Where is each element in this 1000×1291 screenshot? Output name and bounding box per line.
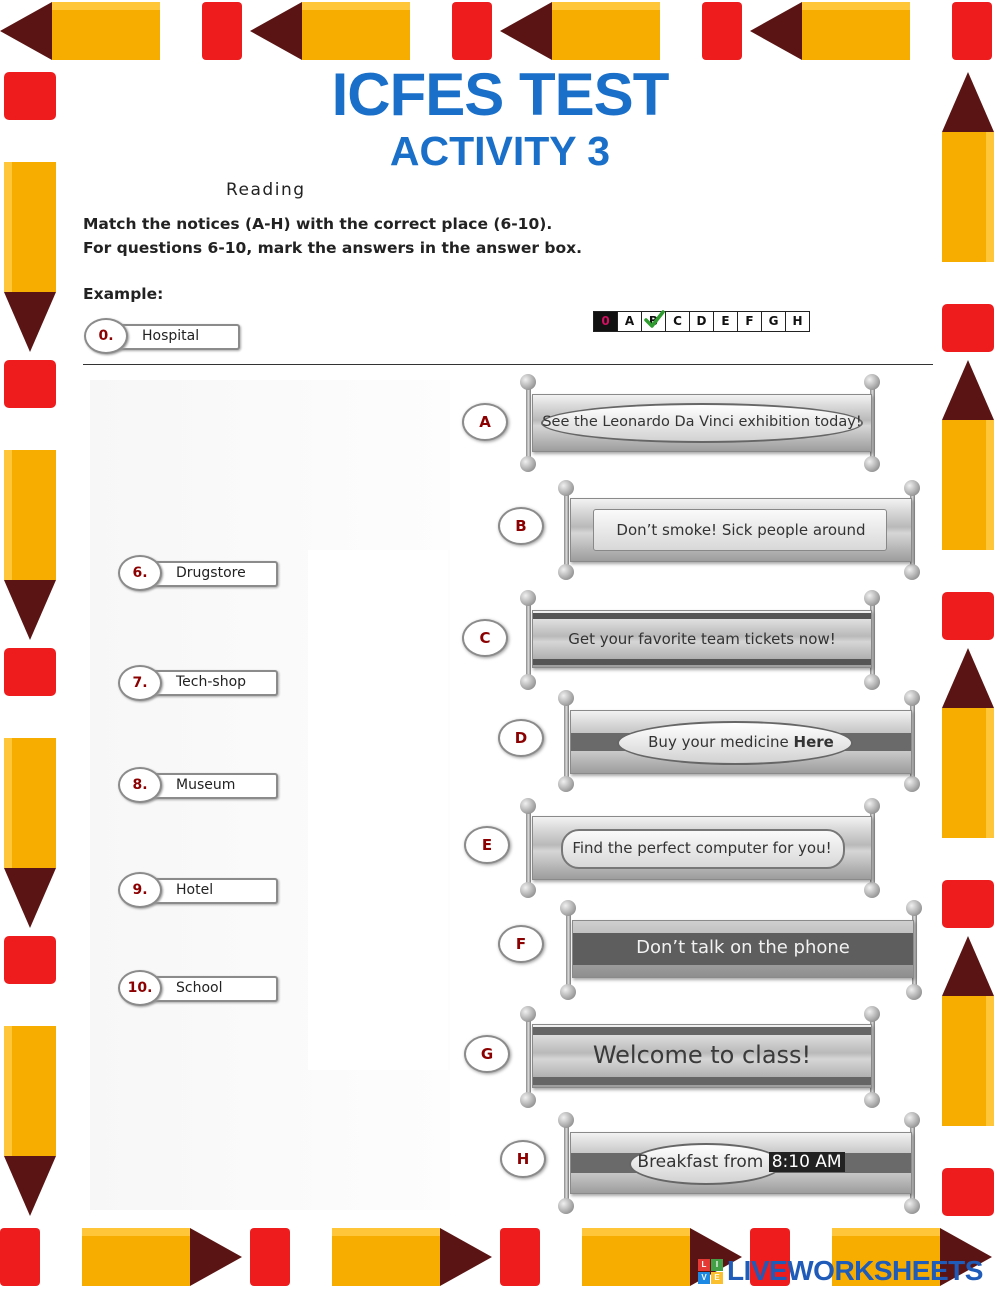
notice-text-g: Welcome to class! (592, 1041, 812, 1069)
notice-sign-e[interactable]: Find the perfect computer for you! (520, 798, 884, 898)
page-subtitle: ACTIVITY 3 (389, 128, 611, 174)
place-number-10: 10. (118, 970, 162, 1006)
answer-cell-h: H (786, 312, 809, 331)
place-name-7: Tech-shop (176, 674, 247, 690)
logo-squares-icon: L I V E (698, 1258, 723, 1284)
answer-box: 0 A B C D E F G H (593, 310, 810, 332)
answer-cell-e: E (714, 312, 738, 331)
check-mark-icon (644, 310, 665, 328)
logo-text: LIVEWORKSHEETS (727, 1255, 983, 1286)
notice-letter-a: A (462, 403, 508, 441)
answer-cell-b-label: B (648, 314, 659, 328)
notice-sign-b[interactable]: Don’t smoke! Sick people around (558, 480, 924, 580)
place-name-6: Drugstore (176, 565, 246, 581)
notice-letter-c: C (462, 619, 508, 657)
notice-text-c: Get your favorite team tickets now! (568, 630, 836, 648)
notice-sign-f[interactable]: Don’t talk on the phone (560, 900, 926, 1000)
answer-cell-a: A (618, 312, 642, 331)
notice-text-b: Don’t smoke! Sick people around (616, 521, 866, 539)
notice-letter-b: B (498, 507, 544, 545)
example-number-circle: 0. (84, 318, 128, 354)
notice-text-a: See the Leonardo Da Vinci exhibition tod… (542, 414, 862, 430)
notice-letter-e: E (464, 826, 510, 864)
notice-letter-h: H (500, 1140, 546, 1178)
notice-sign-h[interactable]: Breakfast from 8:10 AM (558, 1112, 924, 1214)
section-heading: Reading (226, 180, 306, 200)
notice-letter-d: D (498, 719, 544, 757)
instruction-line-1: Match the notices (A-H) with the correct… (83, 215, 553, 233)
notice-sign-d[interactable]: Buy your medicine Here (558, 690, 924, 792)
answer-cell-b: B (642, 310, 666, 331)
example-place-text: Hospital (142, 328, 200, 344)
place-number-8: 8. (118, 767, 162, 803)
place-number-7: 7. (118, 665, 162, 701)
answer-cell-f: F (738, 312, 762, 331)
example-label: Example: (83, 285, 164, 303)
notice-sign-a[interactable]: See the Leonardo Da Vinci exhibition tod… (520, 374, 884, 472)
answer-cell-0: 0 (594, 312, 618, 331)
notice-letter-g: G (464, 1035, 510, 1073)
liveworksheets-logo: L I V E LIVEWORKSHEETS (698, 1255, 983, 1286)
notice-text-f: Don’t talk on the phone (636, 937, 850, 958)
place-number-6: 6. (118, 555, 162, 591)
answer-cell-d: D (690, 312, 714, 331)
notice-letter-f: F (498, 925, 544, 963)
notice-sign-g[interactable]: Welcome to class! (520, 1006, 884, 1108)
notice-sign-c[interactable]: Get your favorite team tickets now! (520, 590, 884, 690)
instruction-line-2: For questions 6-10, mark the answers in … (83, 239, 583, 257)
place-name-10: School (176, 980, 223, 996)
notice-text-h: Breakfast from 8:10 AM (571, 1152, 911, 1172)
answer-cell-c: C (666, 312, 690, 331)
answer-cell-g: G (762, 312, 786, 331)
place-name-9: Hotel (176, 882, 214, 898)
notice-text-d: Buy your medicine Here (648, 733, 834, 751)
notice-text-e: Find the perfect computer for you! (572, 839, 832, 857)
place-number-9: 9. (118, 872, 162, 908)
divider-line (83, 364, 933, 365)
page-title: ICFES TEST (331, 61, 670, 128)
place-name-8: Museum (176, 777, 236, 793)
